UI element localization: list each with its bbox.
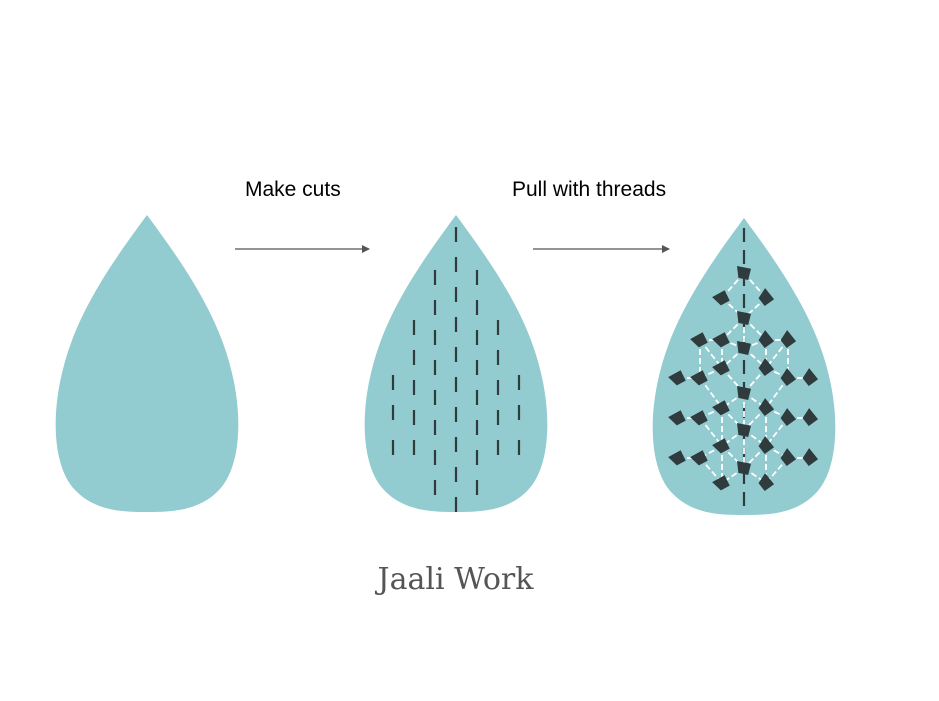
mesh-block (758, 288, 775, 307)
mesh-block (712, 332, 730, 348)
page-title: Jaali Work (377, 562, 534, 597)
cut-drop (364, 215, 548, 512)
step-label-pull-threads: Pull with threads (512, 178, 667, 201)
mesh-block (690, 370, 708, 386)
mesh-block (758, 436, 775, 455)
mesh-block (802, 408, 819, 427)
mesh-block (758, 398, 775, 417)
thread-line (765, 377, 789, 409)
mesh-block (737, 423, 751, 437)
mesh-block (737, 386, 751, 400)
mesh-block (802, 448, 819, 467)
teardrop-shape (55, 215, 239, 512)
mesh-block (758, 358, 775, 377)
mesh-block (737, 461, 751, 475)
jaali-mesh (668, 266, 819, 492)
mesh-block (737, 341, 751, 355)
mesh-block (668, 410, 686, 426)
mesh-block (758, 330, 775, 349)
mesh-block (668, 370, 686, 386)
mesh-block (780, 408, 797, 427)
mesh-block (712, 475, 730, 491)
mesh-block (712, 360, 730, 376)
step-label-make-cuts: Make cuts (245, 178, 341, 201)
mesh-block (780, 368, 797, 387)
cut-slits (391, 227, 521, 512)
mesh-block (712, 290, 730, 306)
plain-drop (55, 215, 239, 512)
mesh-block (780, 448, 797, 467)
mesh-block (758, 473, 775, 492)
mesh-block (712, 438, 730, 454)
mesh-block (802, 368, 819, 387)
mesh-block (780, 330, 797, 349)
mesh-block (690, 332, 708, 348)
mesh-block (668, 450, 686, 466)
thread-line (699, 377, 723, 409)
mesh-block (737, 266, 751, 280)
mesh-block (737, 311, 751, 325)
mesh-block (712, 400, 730, 416)
mesh-block (690, 450, 708, 466)
mesh-drop (652, 218, 836, 515)
mesh-block (690, 410, 708, 426)
